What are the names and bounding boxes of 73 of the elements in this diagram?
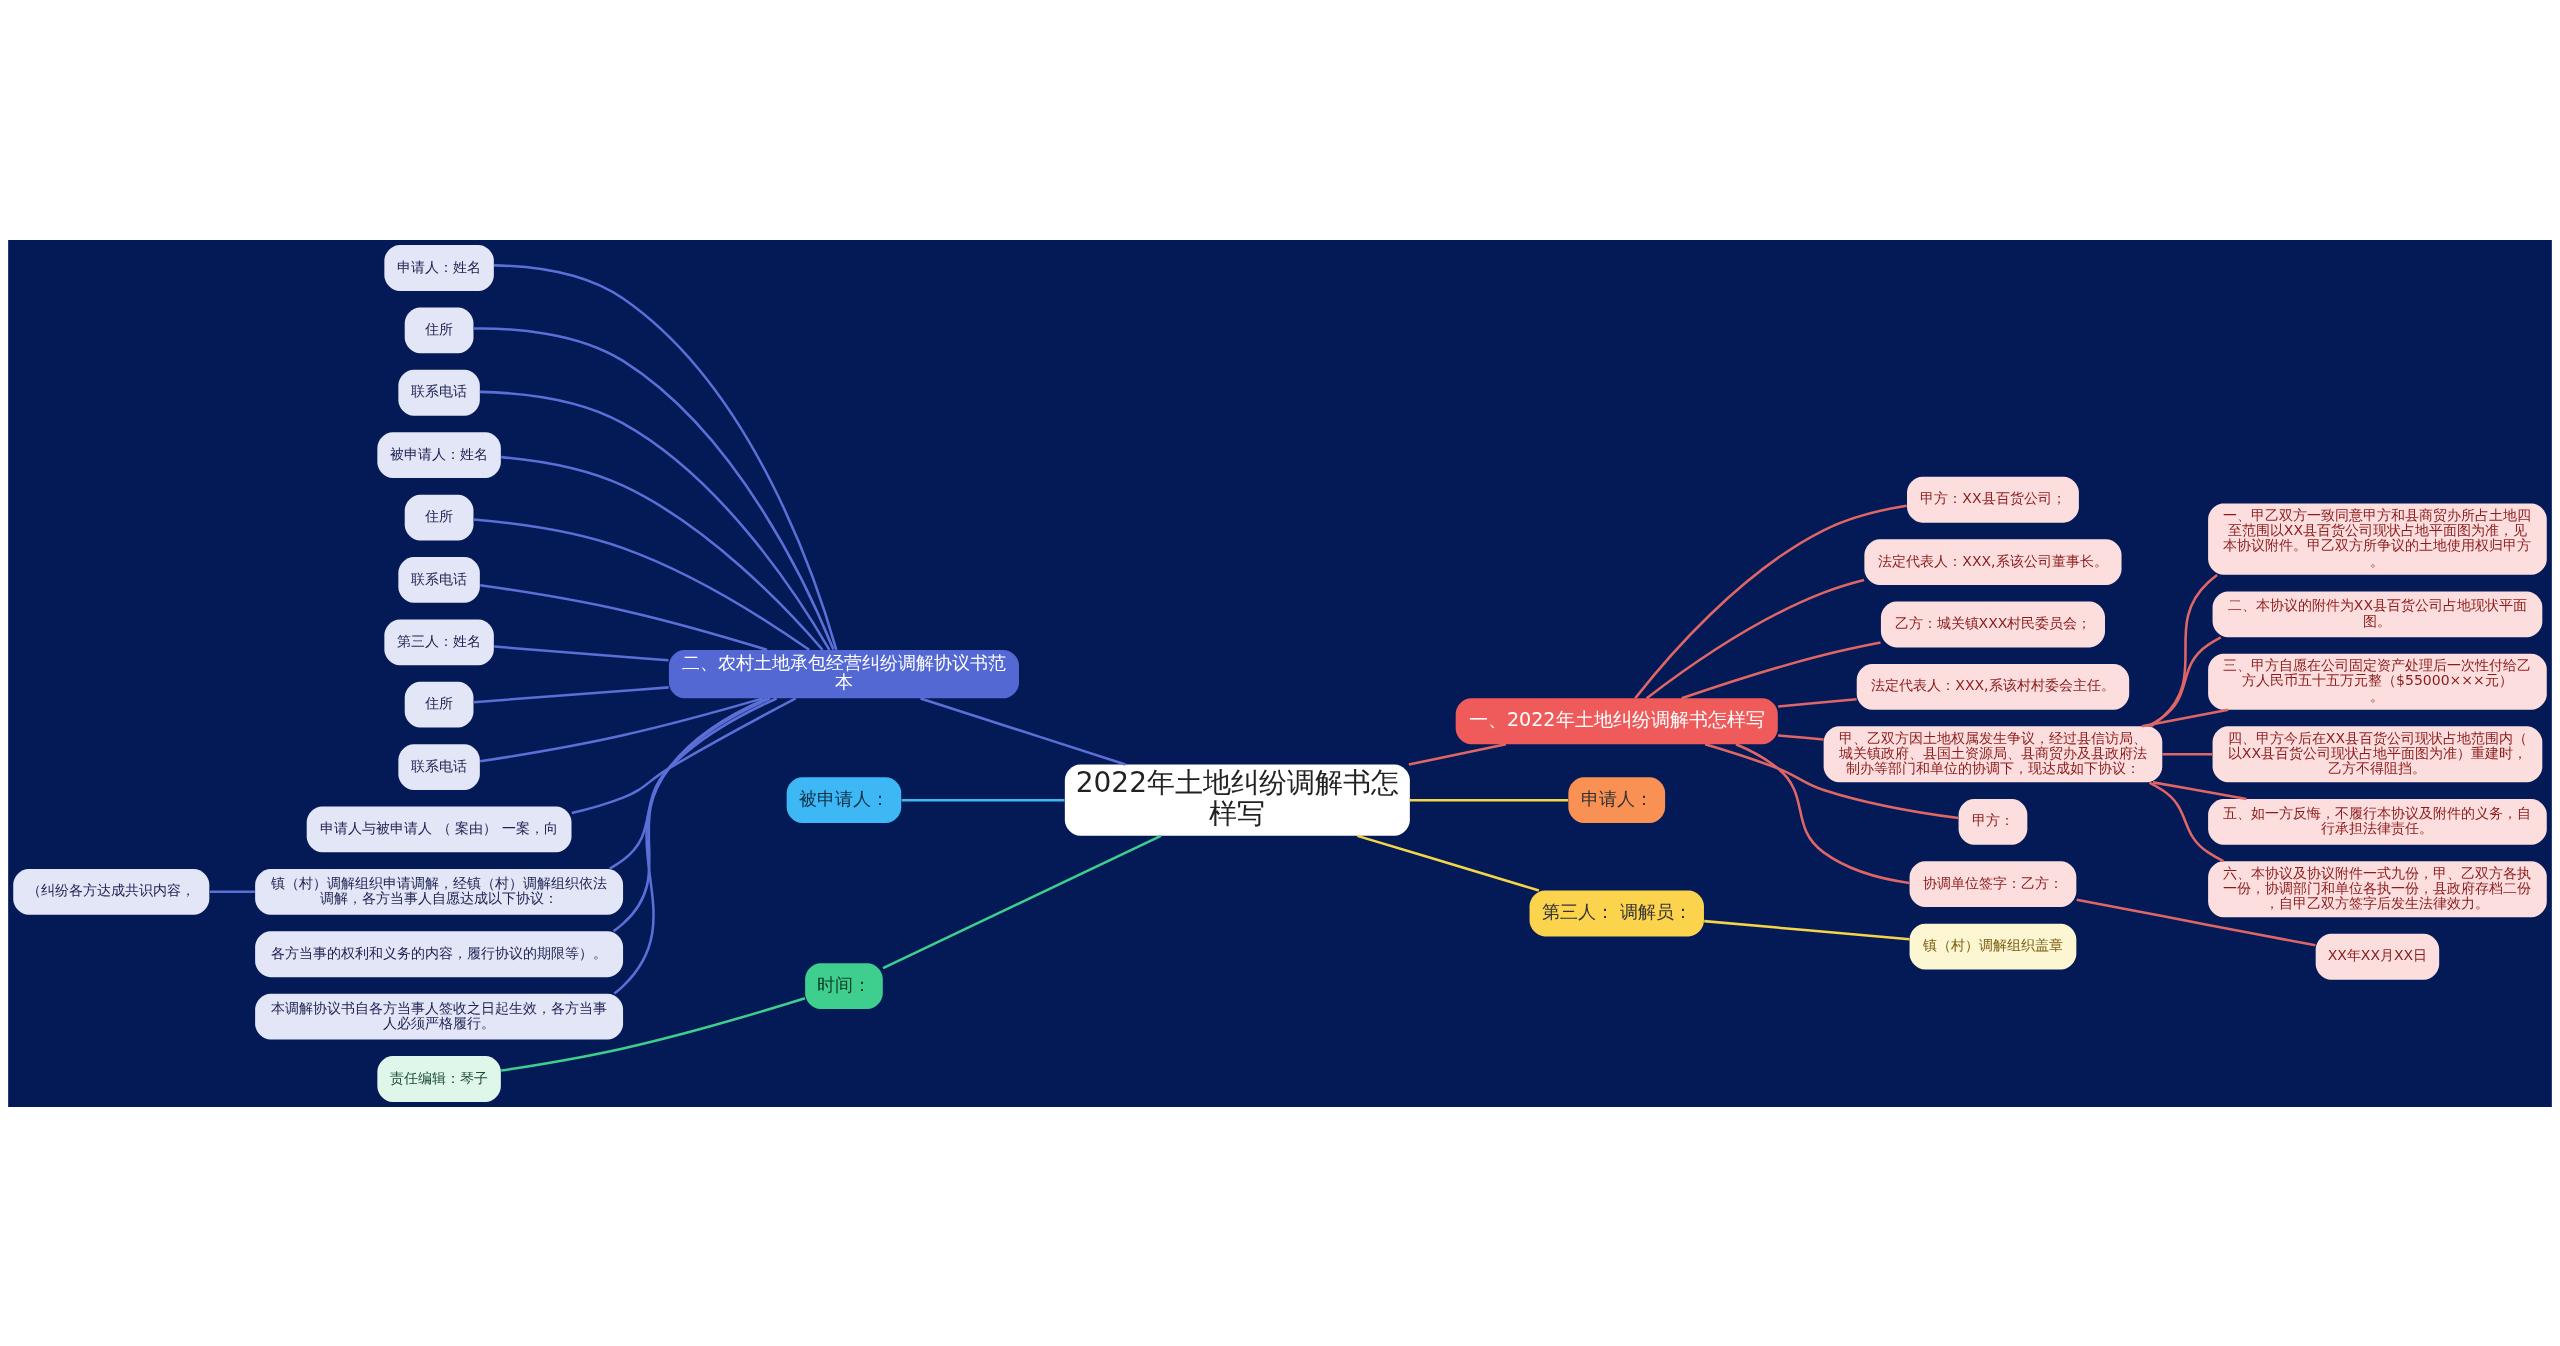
node-box: 第三人：姓名 xyxy=(384,618,494,665)
connector xyxy=(609,696,778,870)
connector xyxy=(882,834,1162,969)
connector xyxy=(613,696,768,995)
node-box: 甲方：XX县百货公司； xyxy=(1907,476,2079,523)
connector xyxy=(2148,780,2224,862)
connector xyxy=(920,696,1126,766)
node-box: 联系电话 xyxy=(398,369,480,416)
connector xyxy=(2150,573,2218,727)
node-box: 一、甲乙双方一致同意甲方和县商贸办所占土地四至范围以XX县百货公司现状占地平面图为准，见本协议附件。甲乙双方所争议的土地使用权归甲方。 xyxy=(2208,503,2547,575)
node-box: 四、甲方今后在XX县百货公司现状占地范围内（以XX县百货公司现状占地平面图为准）重建时，乙方不得阻挡。 xyxy=(2212,725,2543,782)
node-box: 被申请人： xyxy=(786,776,902,823)
node-box: 申请人： xyxy=(1568,776,1666,823)
connector xyxy=(479,696,764,763)
node-box: 乙方：城关镇XXX村民委员会； xyxy=(1880,601,2105,647)
node-box: 六、本协议及协议附件一式九份，甲、乙双方各执一份，协调部门和单位各执一份，县政府存档二份，自甲乙双方签字后发生法律效力。 xyxy=(2208,860,2547,917)
node-box: 五、如一方反悔，不履行本协议及附件的义务，自行承担法律责任。 xyxy=(2208,798,2547,845)
node-box: 本调解协议书自各方当事人签收之日起生效，各方当事人必须严格履行。 xyxy=(255,993,624,1039)
node-box: 第三人： 调解员： xyxy=(1529,890,1704,936)
node-box: 三、甲方自愿在公司固定资产处理后一次性付给乙方人民币五十五万元整（$55000×××元）。 xyxy=(2208,653,2547,710)
node-box: 住所 xyxy=(404,494,474,540)
node-box: 甲方： xyxy=(1958,798,2028,845)
node-box: 申请人：姓名 xyxy=(384,244,494,291)
node-box: 住所 xyxy=(404,307,474,353)
connector xyxy=(1409,798,1569,801)
connector xyxy=(473,685,669,703)
connector xyxy=(2162,752,2213,756)
node-box: 联系电话 xyxy=(398,743,480,790)
node-box: 一、2022年土地纠纷调解书怎样写 xyxy=(1455,697,1778,744)
node-box: 责任编辑：琴子 xyxy=(377,1055,501,1102)
connector xyxy=(1634,503,1907,699)
node-box: 二、本协议的附件为XX县百货公司占地现状平面图。 xyxy=(2212,590,2543,637)
node-box: 住所 xyxy=(404,681,474,728)
connector xyxy=(2147,635,2222,727)
connector xyxy=(1778,697,1857,708)
node-box: （纠纷各方达成共识内容， xyxy=(13,868,210,915)
connector xyxy=(1778,733,1824,741)
connector xyxy=(1704,742,1959,819)
node-box: 联系电话 xyxy=(398,556,480,603)
node-box: 时间： xyxy=(805,962,883,1009)
connector xyxy=(2152,780,2247,800)
connector xyxy=(480,583,768,651)
connector xyxy=(901,798,1065,801)
node-box: 各方当事的权利和义务的内容，履行协议的期限等）。 xyxy=(255,930,624,977)
connector xyxy=(473,326,835,650)
node-box: 法定代表人：XXX,系该村村委会主任。 xyxy=(1856,663,2130,710)
connector xyxy=(494,644,669,662)
connector xyxy=(1704,919,1910,941)
node-box: 甲、乙双方因土地权属发生争议，经过县信访局、城关镇政府、县国土资源局、县商贸办及县政府法制办等部门和单位的协调下，现达成如下协议： xyxy=(1823,725,2163,782)
connector xyxy=(1408,742,1507,766)
node-box: 二、农村土地承包经营纠纷调解协议书范本 xyxy=(668,649,1019,698)
connector xyxy=(1681,640,1881,700)
node-box: 镇（村）调解组织申请调解，经镇（村）调解组织依法调解，各方当事人自愿达成以下协议： xyxy=(255,868,624,915)
connector xyxy=(209,890,255,893)
connector xyxy=(2076,898,2316,947)
connector xyxy=(1356,834,1540,892)
node-box: 协调单位签字：乙方： xyxy=(1909,860,2077,907)
node-box: 申请人与被申请人 （ 案由） 一案，向 xyxy=(306,806,572,852)
connector xyxy=(479,390,831,651)
connector xyxy=(1646,578,1865,699)
connector xyxy=(501,455,824,651)
connector xyxy=(571,696,797,814)
node-box: 2022年土地纠纷调解书怎样写 xyxy=(1064,764,1410,836)
node-box: 被申请人：姓名 xyxy=(377,431,501,478)
connector xyxy=(612,696,771,932)
connector xyxy=(494,263,838,650)
connector xyxy=(501,996,806,1072)
node-box: 法定代表人：XXX,系该公司董事长。 xyxy=(1864,538,2122,585)
connector xyxy=(2141,708,2229,728)
connector xyxy=(473,517,810,651)
node-box: XX年XX月XX日 xyxy=(2315,933,2440,980)
connector xyxy=(1735,742,1910,884)
node-box: 镇（村）调解组织盖章 xyxy=(1909,923,2077,969)
